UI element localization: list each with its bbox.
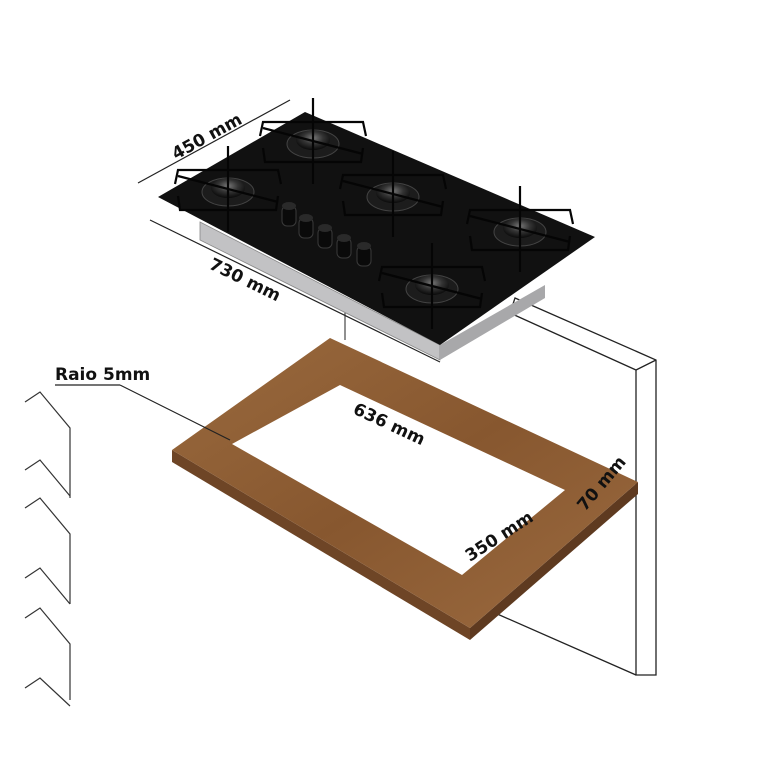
control-knob [317, 224, 333, 249]
radius-label: Raio 5mm [55, 365, 150, 385]
control-knob [336, 234, 352, 259]
burner [338, 151, 448, 237]
control-knob [281, 202, 297, 227]
cooktop [158, 98, 595, 361]
control-knob [356, 242, 372, 267]
knobs [281, 202, 372, 267]
burner [377, 243, 487, 329]
burner [258, 98, 368, 184]
burner [465, 186, 575, 272]
left-brackets [24, 391, 71, 707]
countertop-cutout [172, 310, 638, 640]
control-knob [298, 214, 314, 239]
dimension-lines [55, 99, 441, 441]
burners [173, 98, 575, 329]
burner [173, 146, 283, 232]
